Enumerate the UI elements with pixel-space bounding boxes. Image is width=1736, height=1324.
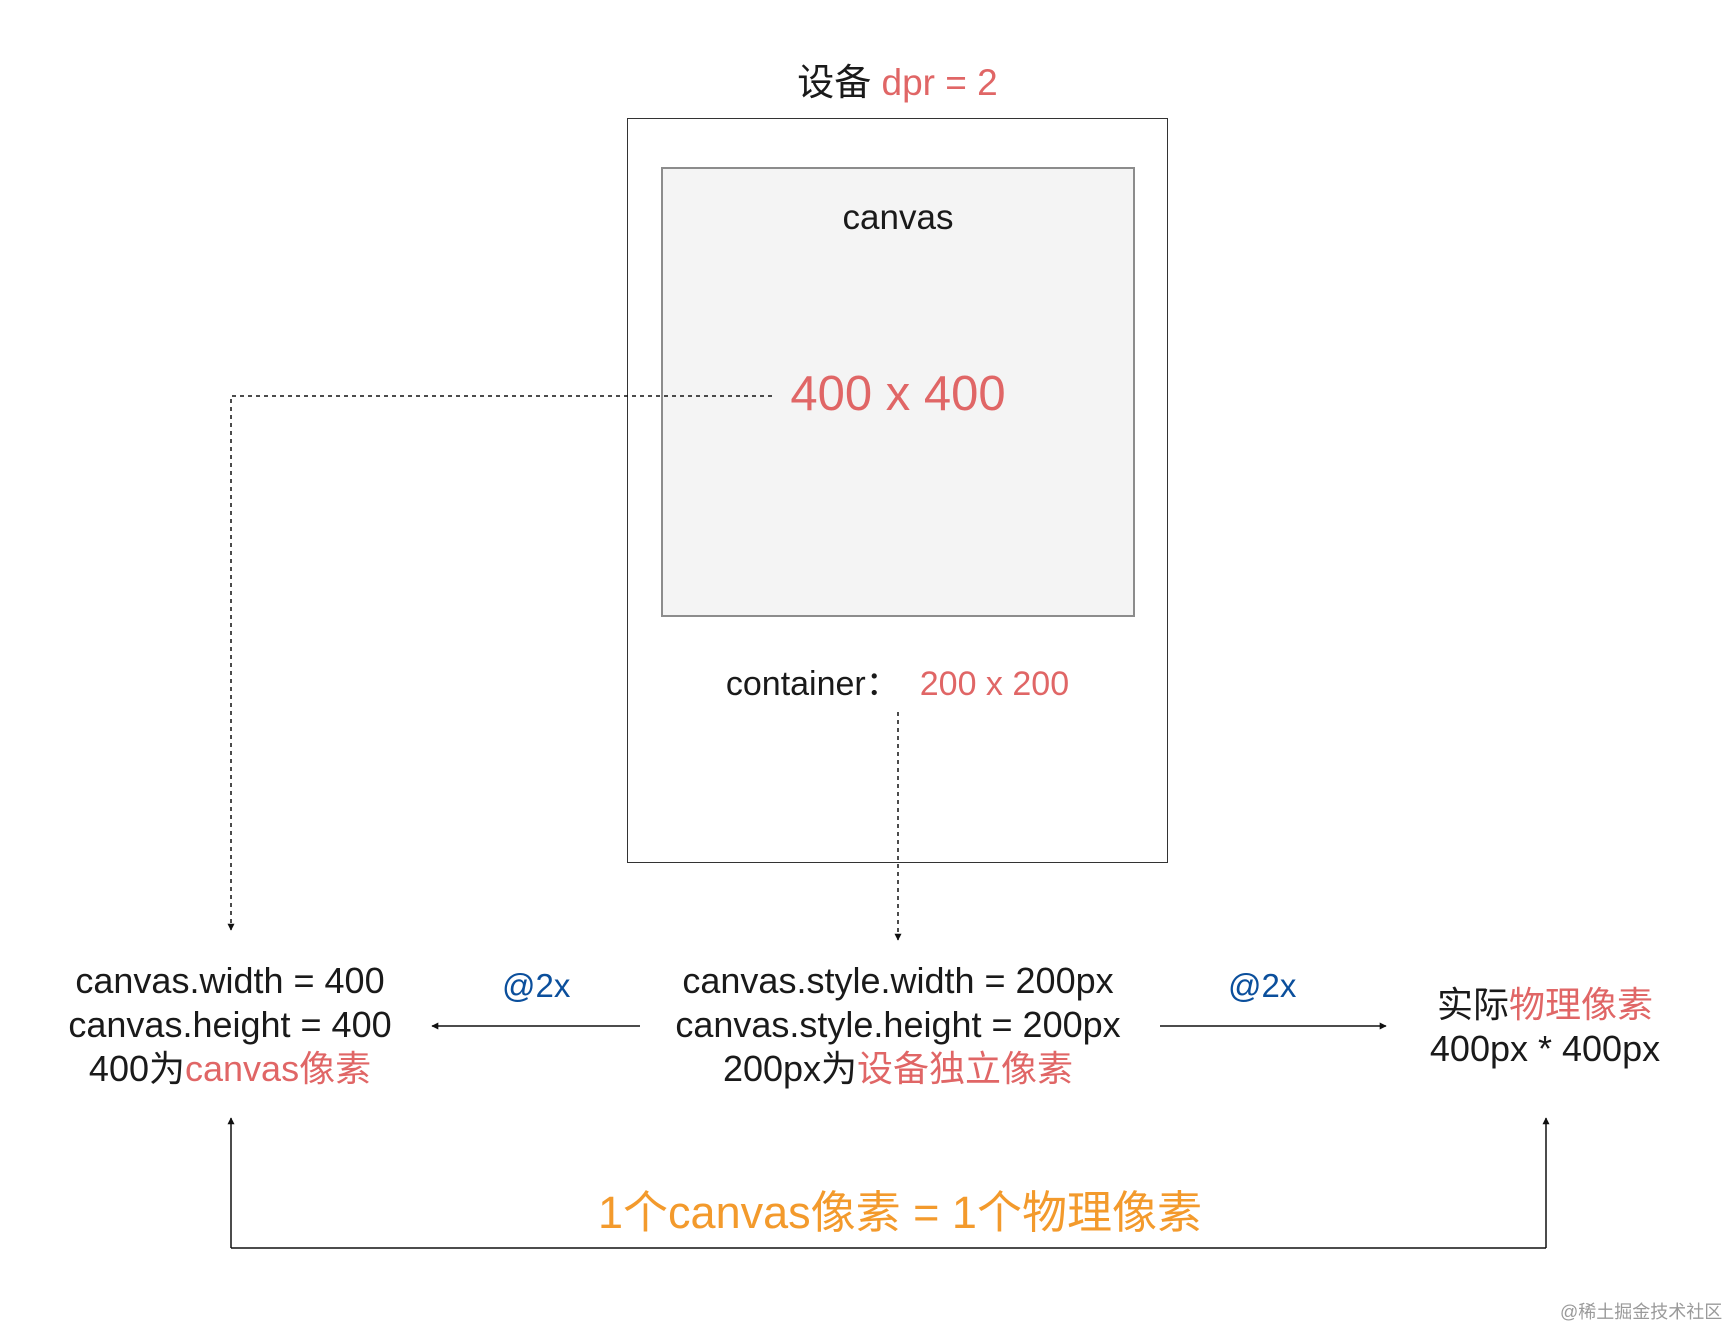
css-pixel-note: 200px为设备独立像素: [628, 1047, 1168, 1091]
device-dpr: dpr = 2: [881, 62, 998, 103]
style-width-line: canvas.style.width = 200px: [682, 960, 1114, 1001]
scale-label-right: @2x: [1228, 967, 1297, 1004]
canvas-width-line: canvas.width = 400: [75, 960, 385, 1001]
device-title: 设备 dpr = 2: [627, 52, 1168, 106]
container-label: container：: [725, 665, 900, 703]
canvas-pixel-note: 400为canvas像素: [30, 1047, 430, 1091]
physical-pixel-size: 400px * 400px: [1429, 1028, 1661, 1069]
css-pixel-block: canvas.style.width = 200px canvas.style.…: [628, 959, 1168, 1091]
physical-pixel-title: 实际物理像素: [1390, 983, 1700, 1027]
dashed-link-canvas-to-left: [227, 395, 772, 931]
canvas-pixel-block: canvas.width = 400 canvas.height = 400 4…: [30, 959, 430, 1091]
canvas-pixel-note-highlight: canvas像素: [185, 1048, 372, 1089]
container-line: container： 200 x 200: [627, 656, 1168, 705]
style-height-line: canvas.style.height = 200px: [675, 1004, 1121, 1045]
physical-pixel-block: 实际物理像素 400px * 400px: [1390, 983, 1700, 1071]
canvas-box: [661, 167, 1135, 617]
canvas-label: canvas: [842, 198, 954, 237]
container-size: 200 x 200: [919, 665, 1070, 703]
css-pixel-note-highlight: 设备独立像素: [857, 1048, 1074, 1089]
physical-pixel-title-prefix: 实际: [1436, 984, 1509, 1025]
scale-label-left: @2x: [502, 967, 571, 1004]
css-pixel-note-prefix: 200px为: [722, 1048, 858, 1089]
canvas-pixel-note-prefix: 400为: [88, 1048, 185, 1089]
device-title-prefix: 设备: [797, 62, 872, 103]
watermark: @稀土掘金技术社区: [1560, 1302, 1723, 1322]
canvas-height-line: canvas.height = 400: [68, 1004, 392, 1045]
physical-pixel-title-highlight: 物理像素: [1509, 984, 1654, 1025]
canvas-size: 400 x 400: [790, 367, 1006, 421]
pixel-equation: 1个canvas像素 = 1个物理像素: [598, 1187, 1202, 1238]
